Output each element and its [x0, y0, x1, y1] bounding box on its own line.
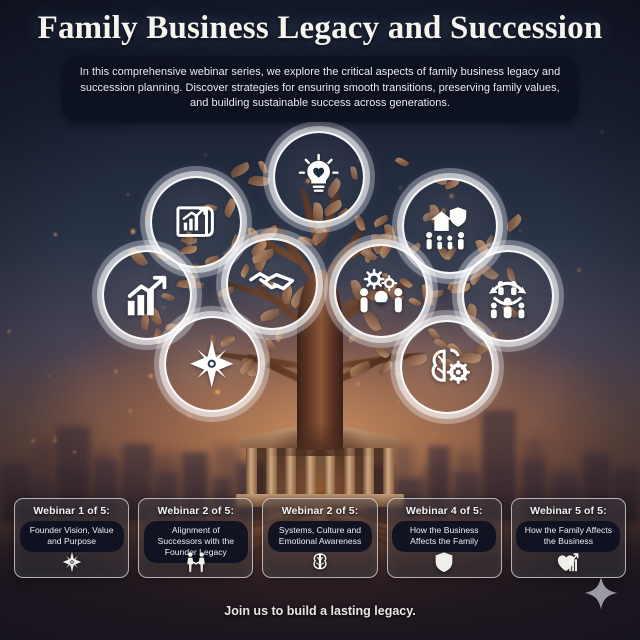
scroll-growth-chart-icon	[171, 197, 220, 246]
gears-people-icon	[356, 266, 406, 316]
tree-node-handshake	[228, 240, 316, 328]
webinar-card-4[interactable]: Webinar 4 of 5: How the Business Affects …	[387, 498, 502, 578]
webinar-card-heading: Webinar 1 of 5:	[33, 505, 110, 517]
tree-leaf	[347, 330, 363, 343]
webinar-card-body: Systems, Culture and Emotional Awareness	[273, 525, 367, 547]
webinar-card-2[interactable]: Webinar 2 of 5:Alignment of Successors w…	[138, 498, 253, 578]
bokeh-dot	[358, 159, 361, 162]
footer-tagline: Join us to build a lasting legacy.	[0, 604, 640, 618]
webinar-card-row: Webinar 1 of 5: Founder Vision, Value and…	[14, 498, 626, 578]
bokeh-dot	[223, 252, 227, 256]
webinar-card-icon	[185, 551, 207, 573]
heart-chart-icon	[557, 551, 579, 573]
column	[246, 448, 257, 494]
tree-leaf	[504, 214, 524, 233]
column	[383, 448, 394, 494]
bokeh-dot	[450, 194, 454, 198]
bokeh-dot	[194, 407, 195, 408]
brain-icon	[309, 551, 331, 573]
bokeh-dot	[214, 260, 215, 261]
webinar-card-pill: How the Business Affects the Family	[392, 521, 496, 552]
bokeh-dot	[127, 193, 129, 195]
tree-node-gears-people	[336, 246, 426, 336]
bokeh-dot	[620, 265, 621, 266]
webinar-card-heading: Webinar 5 of 5:	[530, 505, 607, 517]
webinar-card-5[interactable]: Webinar 5 of 5: How the Family Affects th…	[511, 498, 626, 578]
brain-gear-icon	[422, 342, 472, 392]
tree-node-lightbulb-heart	[275, 133, 363, 221]
webinar-card-icon	[433, 551, 455, 573]
bokeh-dot	[577, 268, 581, 272]
growth-bar-chart-icon	[123, 271, 171, 319]
webinar-card-pill: Systems, Culture and Emotional Awareness	[268, 521, 372, 552]
webinar-card-icon	[557, 551, 579, 573]
bokeh-dot	[54, 233, 57, 236]
webinar-card-icon	[61, 551, 83, 573]
webinar-card-pill: Founder Vision, Value and Purpose	[20, 521, 124, 552]
bokeh-dot	[131, 229, 135, 233]
webinar-card-body: How the Business Affects the Family	[397, 525, 491, 547]
subtitle-banner: In this comprehensive webinar series, we…	[62, 56, 578, 122]
webinar-card-body: How the Family Affects the Business	[521, 525, 615, 547]
subtitle-text: In this comprehensive webinar series, we…	[78, 65, 562, 112]
tree-node-growth-bar-chart	[104, 252, 190, 338]
tree-node-generations-cycle	[464, 252, 552, 340]
generations-cycle-icon	[483, 271, 532, 320]
compass-star-icon	[61, 551, 83, 573]
bokeh-dot	[215, 390, 220, 395]
shield-icon	[433, 551, 455, 573]
tree-leaf	[395, 156, 410, 169]
bokeh-dot	[397, 402, 399, 404]
bokeh-dot	[194, 264, 198, 268]
bokeh-dot	[601, 131, 603, 133]
bokeh-dot	[250, 352, 251, 353]
tree-node-compass-star	[166, 318, 258, 410]
bokeh-dot	[433, 433, 435, 435]
tree-leaf	[354, 214, 365, 231]
bokeh-dot	[8, 330, 11, 333]
tree-node-brain-gear	[402, 322, 492, 412]
bokeh-dot	[129, 409, 133, 413]
webinar-card-3[interactable]: Webinar 2 of 5: Systems, Culture and Emot…	[262, 498, 377, 578]
bokeh-dot	[435, 353, 438, 356]
bokeh-dot	[525, 331, 527, 333]
webinar-card-body: Founder Vision, Value and Purpose	[25, 525, 119, 547]
webinar-card-pill: How the Family Affects the Business	[516, 521, 620, 552]
bokeh-dot	[419, 267, 420, 268]
bokeh-dot	[428, 238, 430, 240]
webinar-card-heading: Webinar 2 of 5:	[158, 505, 235, 517]
webinar-card-heading: Webinar 2 of 5:	[282, 505, 359, 517]
bokeh-dot	[306, 179, 310, 183]
page-title: Family Business Legacy and Succession	[0, 10, 640, 47]
handshake-icon	[247, 259, 296, 308]
tree-leaf	[248, 174, 271, 189]
bokeh-dot	[264, 172, 266, 174]
tree-leaf	[273, 326, 287, 343]
webinar-card-1[interactable]: Webinar 1 of 5: Founder Vision, Value and…	[14, 498, 129, 578]
sparkle-icon	[584, 574, 618, 612]
compass-star-icon	[186, 338, 238, 390]
house-shield-family-icon	[424, 200, 476, 252]
webinar-card-heading: Webinar 4 of 5:	[406, 505, 483, 517]
handshake-people-icon	[185, 551, 207, 573]
bokeh-dot	[180, 283, 182, 285]
bokeh-dot	[460, 295, 462, 297]
tree-leaf	[229, 161, 251, 178]
tree-leaf	[428, 290, 443, 298]
bokeh-dot	[226, 309, 228, 311]
webinar-card-icon	[309, 551, 331, 573]
lightbulb-heart-icon	[294, 152, 343, 201]
bokeh-dot	[520, 230, 521, 231]
